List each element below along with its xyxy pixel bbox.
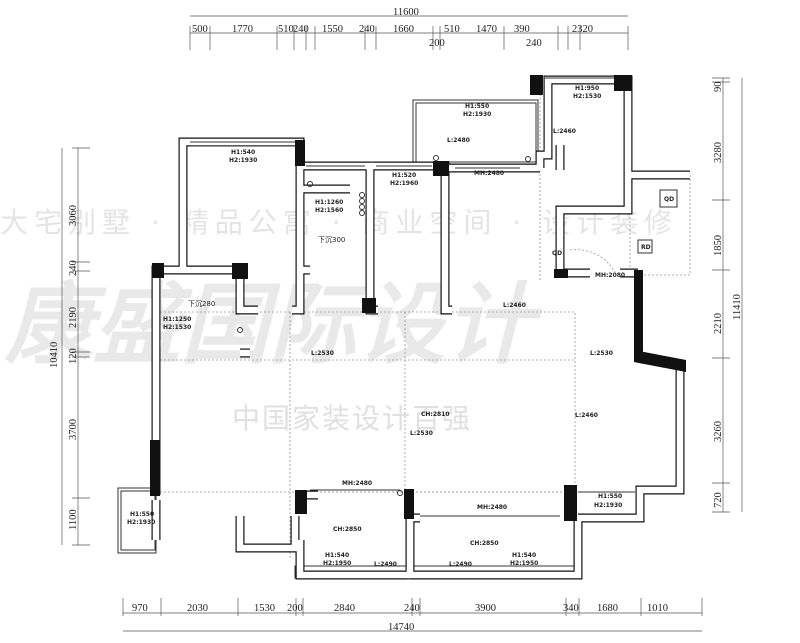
dim-label: 3900	[475, 603, 496, 614]
room-label-mh-2080: MH:2080	[595, 272, 625, 279]
dim-label: 1530	[254, 603, 275, 614]
room-label-bl-h2: H2:1930	[127, 519, 155, 526]
room-label-sink280: 下沉280	[188, 300, 215, 308]
top-dimensions: 11600 500 1770 510 240 1550 240 1660 200…	[189, 7, 629, 50]
room-label-bl-h1: H1:550	[130, 511, 154, 518]
dim-label: 3280	[713, 142, 724, 163]
room-label-mid-h1: H1:520	[392, 172, 416, 179]
dim-label: 1470	[476, 24, 497, 35]
dim-label: 90	[713, 82, 724, 93]
dim-label: 240	[526, 38, 542, 49]
room-label-l-2460-mid: L:2460	[503, 302, 526, 309]
room-label-bath-h1: H1:1260	[315, 199, 343, 206]
dim-label: 200	[429, 38, 445, 49]
dim-label: 2210	[713, 313, 724, 334]
watermark-brand: 康盛国际设计	[4, 273, 543, 376]
wall	[535, 75, 633, 278]
dim-label: 2320	[572, 24, 593, 35]
wall	[578, 362, 685, 523]
dim-label: 1550	[322, 24, 343, 35]
dim-label: 240	[359, 24, 375, 35]
room-label-l-2530-right: L:2530	[590, 350, 613, 357]
dim-label: 120	[68, 348, 79, 364]
left-dimensions: 10410 3060 240 2190 120 3700 1100	[49, 147, 90, 546]
watermark-subtitle: 中国家装设计百强	[232, 402, 472, 435]
wall-fill	[296, 540, 410, 579]
dim-top-total: 11600	[393, 7, 419, 18]
dim-label: 3260	[713, 421, 724, 442]
room-label-b2-h1: H1:540	[512, 552, 536, 559]
room-label-left-h2: H2:1530	[163, 324, 191, 331]
room-label-mh-2480-b1: MH:2480	[342, 480, 372, 487]
room-label-ch-2810: CH:2810	[421, 411, 450, 418]
dim-label: 2030	[187, 603, 208, 614]
room-label-l-2530-center: L:2530	[410, 430, 433, 437]
room-label-rd: RD	[641, 244, 651, 251]
wall-fill	[536, 76, 632, 277]
dim-label: 1770	[232, 24, 253, 35]
dim-label: 1680	[597, 603, 618, 614]
room-label-l-2490-l: L:2490	[374, 561, 397, 568]
dim-label: 500	[192, 24, 208, 35]
dim-label: 240	[293, 24, 309, 35]
dim-label: 1660	[393, 24, 414, 35]
room-label-b2-h2: H2:1950	[510, 560, 538, 567]
dim-label: 200	[287, 603, 303, 614]
wall-fill	[236, 516, 299, 552]
fixtures	[237, 155, 678, 496]
dim-label: 1850	[713, 235, 724, 256]
room-label-top-h2: H2:1930	[463, 111, 491, 118]
room-label-b1-h1: H1:540	[325, 552, 349, 559]
room-label-l-2530-left: L:2530	[311, 350, 334, 357]
room-label-ne-h1: H1:950	[575, 85, 599, 92]
room-label-mh-2480-b2: MH:2480	[477, 504, 507, 511]
room-label-sink300: 下沉300	[318, 236, 345, 244]
right-dimensions: 11410 90 3280 1850 2210 3260 720	[712, 77, 743, 513]
room-label-mh-2480-top: MH:2480	[474, 170, 504, 177]
room-label-l-2460-low: L:2460	[575, 412, 598, 419]
dim-label: 1010	[647, 603, 668, 614]
room-label-bath-h2: H2:1560	[315, 207, 343, 214]
room-label-l-2490-r: L:2490	[449, 561, 472, 568]
dim-label: 390	[514, 24, 530, 35]
dim-label: 2190	[68, 307, 79, 328]
room-label-ch-2850-l: CH:2850	[333, 526, 362, 533]
dim-label: 510	[278, 24, 294, 35]
wall	[295, 540, 410, 580]
room-label-bed1-h1: H1:540	[231, 149, 255, 156]
room-labels: H1:540H2:1930H1:950H2:1530H1:550H2:1930L…	[127, 85, 674, 568]
room-label-ne-h2: H2:1530	[573, 93, 601, 100]
room-label-b1-h2: H2:1950	[323, 560, 351, 567]
dim-label: 1100	[68, 509, 79, 530]
dim-right-total: 11410	[732, 294, 743, 320]
room-label-br-h2: H2:1930	[594, 502, 622, 509]
dim-label: 720	[713, 492, 724, 508]
windows	[190, 77, 635, 517]
room-label-l-2460-top: L:2460	[553, 128, 576, 135]
dim-label: 340	[563, 603, 579, 614]
dim-label: 970	[132, 603, 148, 614]
columns	[150, 75, 686, 521]
room-label-left-h1: H1:1250	[163, 316, 191, 323]
wall	[235, 516, 300, 553]
dim-label: 2840	[334, 603, 355, 614]
dim-left-total: 10410	[49, 342, 60, 368]
dim-label: 3700	[68, 419, 79, 440]
room-label-ch-2850-r: CH:2850	[470, 540, 499, 547]
dim-label: 3060	[68, 205, 79, 226]
room-label-br-h1: H1:550	[598, 493, 622, 500]
dim-label: 510	[444, 24, 460, 35]
room-label-mid-h2: H2:1960	[390, 180, 418, 187]
dim-bottom-total: 14740	[388, 622, 414, 633]
bottom-dimensions: 970 2030 1530 200 2840 240 3900 340 1680…	[122, 598, 703, 633]
room-label-qd1: QD	[664, 196, 674, 203]
dim-label: 240	[68, 260, 79, 276]
room-label-bed1-h2: H2:1930	[229, 157, 257, 164]
wall-fill	[578, 362, 684, 522]
room-label-top-h1: H1:550	[465, 103, 489, 110]
room-label-l-2480: L:2480	[447, 137, 470, 144]
dim-label: 240	[404, 603, 420, 614]
room-label-qd2: QD	[552, 250, 562, 257]
